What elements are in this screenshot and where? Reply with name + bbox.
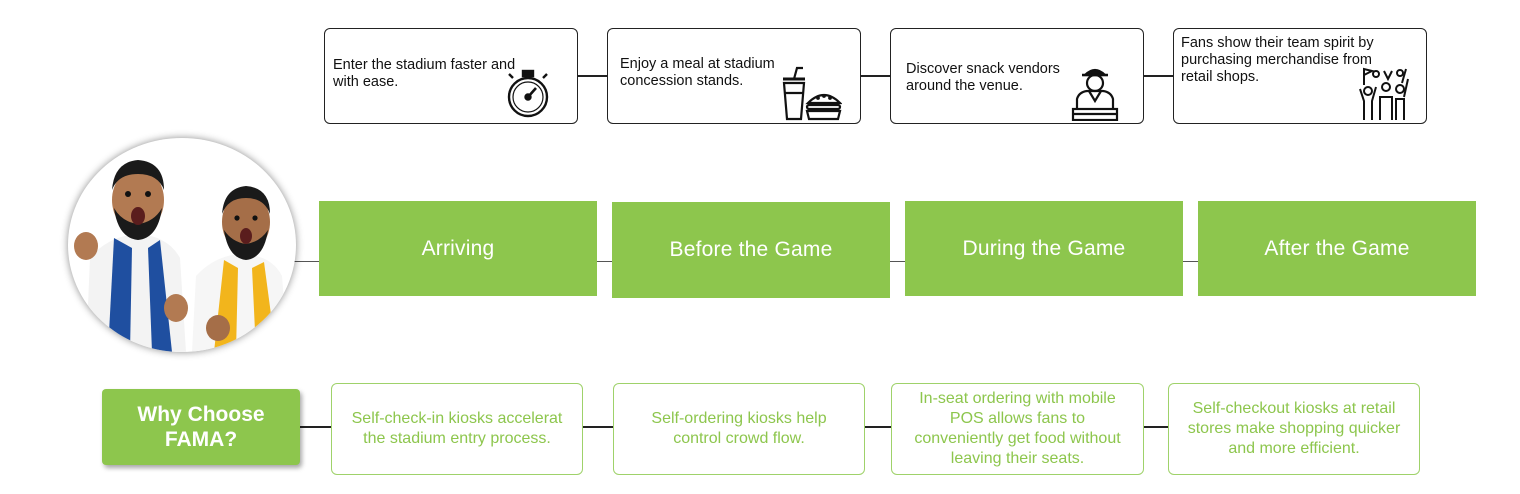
solution-card-text: Self-check-in kiosks accelerat the stadi… [351,410,563,447]
connector-line [865,426,891,428]
fans-photo [68,138,296,352]
solution-card-text: In-seat ordering with mobile POS allows … [914,390,1121,467]
why-choose-badge: Why Choose FAMA? [102,389,300,465]
connector-line [597,261,612,262]
solution-card-ordering: Self-ordering kiosks help control crowd … [613,383,865,475]
journey-card-after: Fans show their team spirit by purchasin… [1173,28,1427,124]
journey-card-text: Enter the stadium faster and with ease. [333,57,516,90]
connector-line [300,426,331,428]
cheering-fans-icon [1354,65,1412,121]
connector-line [1144,75,1173,77]
stage-before-the-game: Before the Game [612,202,890,298]
connector-line [890,261,905,262]
connector-line [583,426,613,428]
connector-line [294,261,319,262]
journey-card-text: Discover snack vendors around the venue. [906,61,1060,94]
connector-line [578,75,607,77]
vendor-icon [1067,65,1123,122]
solution-card-text: Self-checkout kiosks at retail stores ma… [1187,400,1401,457]
journey-card-during: Discover snack vendors around the venue. [890,28,1144,124]
stopwatch-icon [503,65,559,121]
stage-arriving: Arriving [319,201,597,296]
stage-during-the-game: During the Game [905,201,1183,296]
stage-after-the-game: After the Game [1198,201,1476,296]
connector-line [861,75,890,77]
journey-card-arriving: Enter the stadium faster and with ease. [324,28,578,124]
cheering-fans-illustration [74,160,288,352]
journey-card-text: Fans show their team spirit by purchasin… [1181,35,1374,85]
solution-card-text: Self-ordering kiosks help control crowd … [651,410,827,447]
solution-card-checkin: Self-check-in kiosks accelerat the stadi… [331,383,583,475]
why-choose-label: Why Choose FAMA? [137,403,265,451]
journey-card-before: Enjoy a meal at stadium concession stand… [607,28,861,124]
drink-burger-icon [780,65,843,121]
solution-card-checkout: Self-checkout kiosks at retail stores ma… [1168,383,1420,475]
solution-card-in-seat: In-seat ordering with mobile POS allows … [891,383,1144,475]
journey-card-text: Enjoy a meal at stadium concession stand… [620,56,775,89]
connector-line [1183,261,1198,262]
connector-line [1144,426,1168,428]
